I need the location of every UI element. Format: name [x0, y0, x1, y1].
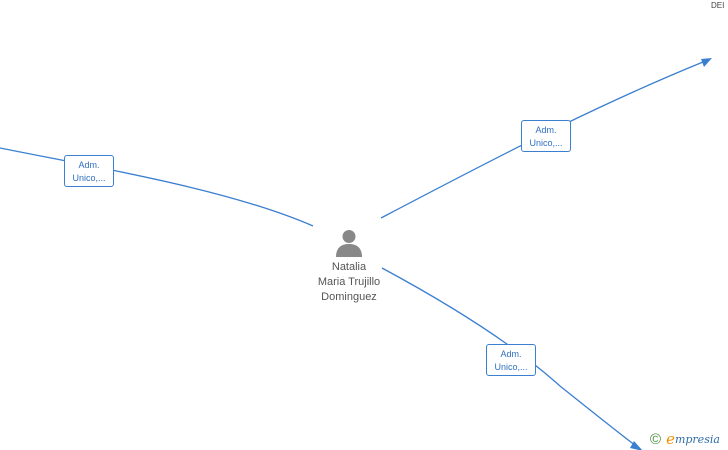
person-name-line: Natalia: [331, 261, 367, 273]
person-name-line: Dominguez: [321, 291, 377, 303]
arrow-upper-right: [701, 58, 712, 67]
corner-node-label[interactable]: DEI: [711, 1, 725, 10]
edge-label-line: Unico,...: [494, 362, 528, 372]
person-icon: [336, 230, 362, 257]
edge-label-line: Adm.: [500, 349, 522, 359]
person-name-line: Maria Trujillo: [317, 276, 381, 288]
edge-label-lower-right[interactable]: Adm. Unico,...: [486, 344, 536, 376]
copyright-icon: ©: [650, 430, 662, 448]
empresia-logo: © e mpresia: [650, 430, 720, 448]
brand-name: mpresia: [674, 432, 720, 446]
edge-left: [0, 147, 314, 227]
brand-initial: e: [666, 430, 675, 448]
edge-label-line: Unico,...: [72, 173, 106, 183]
edge-lower-right: [381, 267, 637, 447]
edge-label-line: Unico,...: [529, 138, 563, 148]
person-name[interactable]: Natalia Maria Trujillo Dominguez: [296, 260, 402, 305]
edge-label-upper-right[interactable]: Adm. Unico,...: [521, 120, 571, 152]
person-node[interactable]: Natalia Maria Trujillo Dominguez: [296, 228, 402, 305]
edge-label-line: Adm.: [535, 125, 557, 135]
edge-label-line: Adm.: [78, 160, 100, 170]
edge-label-left[interactable]: Adm. Unico,...: [64, 155, 114, 187]
arrow-lower-right: [630, 441, 643, 450]
